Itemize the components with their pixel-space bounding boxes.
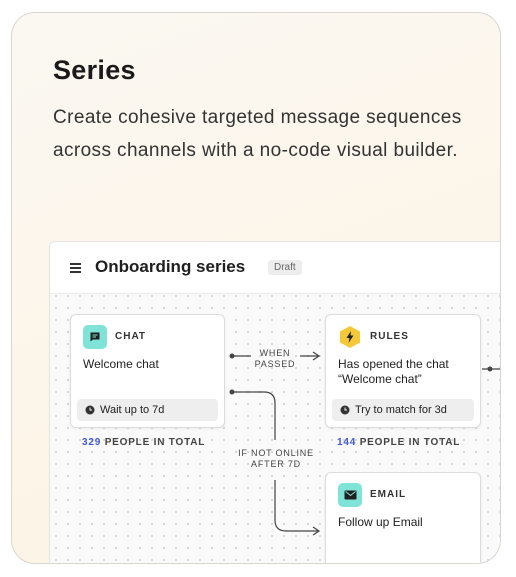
node-body: Has opened the chat “Welcome chat” [338, 357, 449, 386]
clock-icon [85, 405, 95, 415]
series-feature-card: Series Create cohesive targeted message … [11, 12, 501, 564]
node-type-label: EMAIL [370, 489, 407, 500]
chat-people-count: 329 PEOPLE IN TOTAL [82, 437, 206, 448]
chat-bubble-icon [83, 325, 107, 349]
node-body: Follow up Email [338, 515, 423, 529]
wait-condition-text: Wait up to 7d [100, 404, 165, 416]
hamburger-menu-icon[interactable] [70, 263, 81, 273]
status-badge: Draft [268, 260, 302, 275]
edge-label-not-online: IF NOT ONLINE AFTER 7D [238, 448, 314, 469]
arrow-head [312, 351, 321, 361]
rules-step-node[interactable]: RULES Has opened the chat “Welcome chat”… [325, 314, 481, 428]
node-body: Welcome chat [83, 357, 159, 371]
clock-icon [340, 405, 350, 415]
connector-not-online-bottom [274, 480, 318, 532]
node-type-label: RULES [370, 331, 409, 342]
envelope-icon [338, 483, 362, 507]
arrow-head [312, 526, 321, 536]
connector-start-dot [229, 389, 235, 395]
match-condition-text: Try to match for 3d [355, 404, 447, 416]
builder-header: Onboarding series Draft [50, 242, 500, 294]
lightning-icon [338, 325, 362, 349]
wait-condition[interactable]: Wait up to 7d [77, 399, 218, 421]
connector-start-dot [229, 353, 235, 359]
series-builder-canvas[interactable]: Onboarding series Draft WHEN PASSED IF N… [49, 241, 500, 563]
node-type-label: CHAT [115, 331, 147, 342]
chat-step-node[interactable]: CHAT Welcome chat Wait up to 7d [70, 314, 225, 428]
email-step-node[interactable]: EMAIL Follow up Email [325, 472, 481, 563]
connector-not-online-top [232, 391, 276, 440]
edge-label-when-passed: WHEN PASSED [254, 348, 296, 369]
rules-people-count: 144 PEOPLE IN TOTAL [337, 437, 461, 448]
feature-description: Create cohesive targeted message sequenc… [53, 107, 462, 161]
match-condition[interactable]: Try to match for 3d [332, 399, 474, 421]
connector-start-dot [487, 366, 493, 372]
series-title: Onboarding series [95, 257, 246, 276]
feature-title: Series [53, 55, 136, 85]
